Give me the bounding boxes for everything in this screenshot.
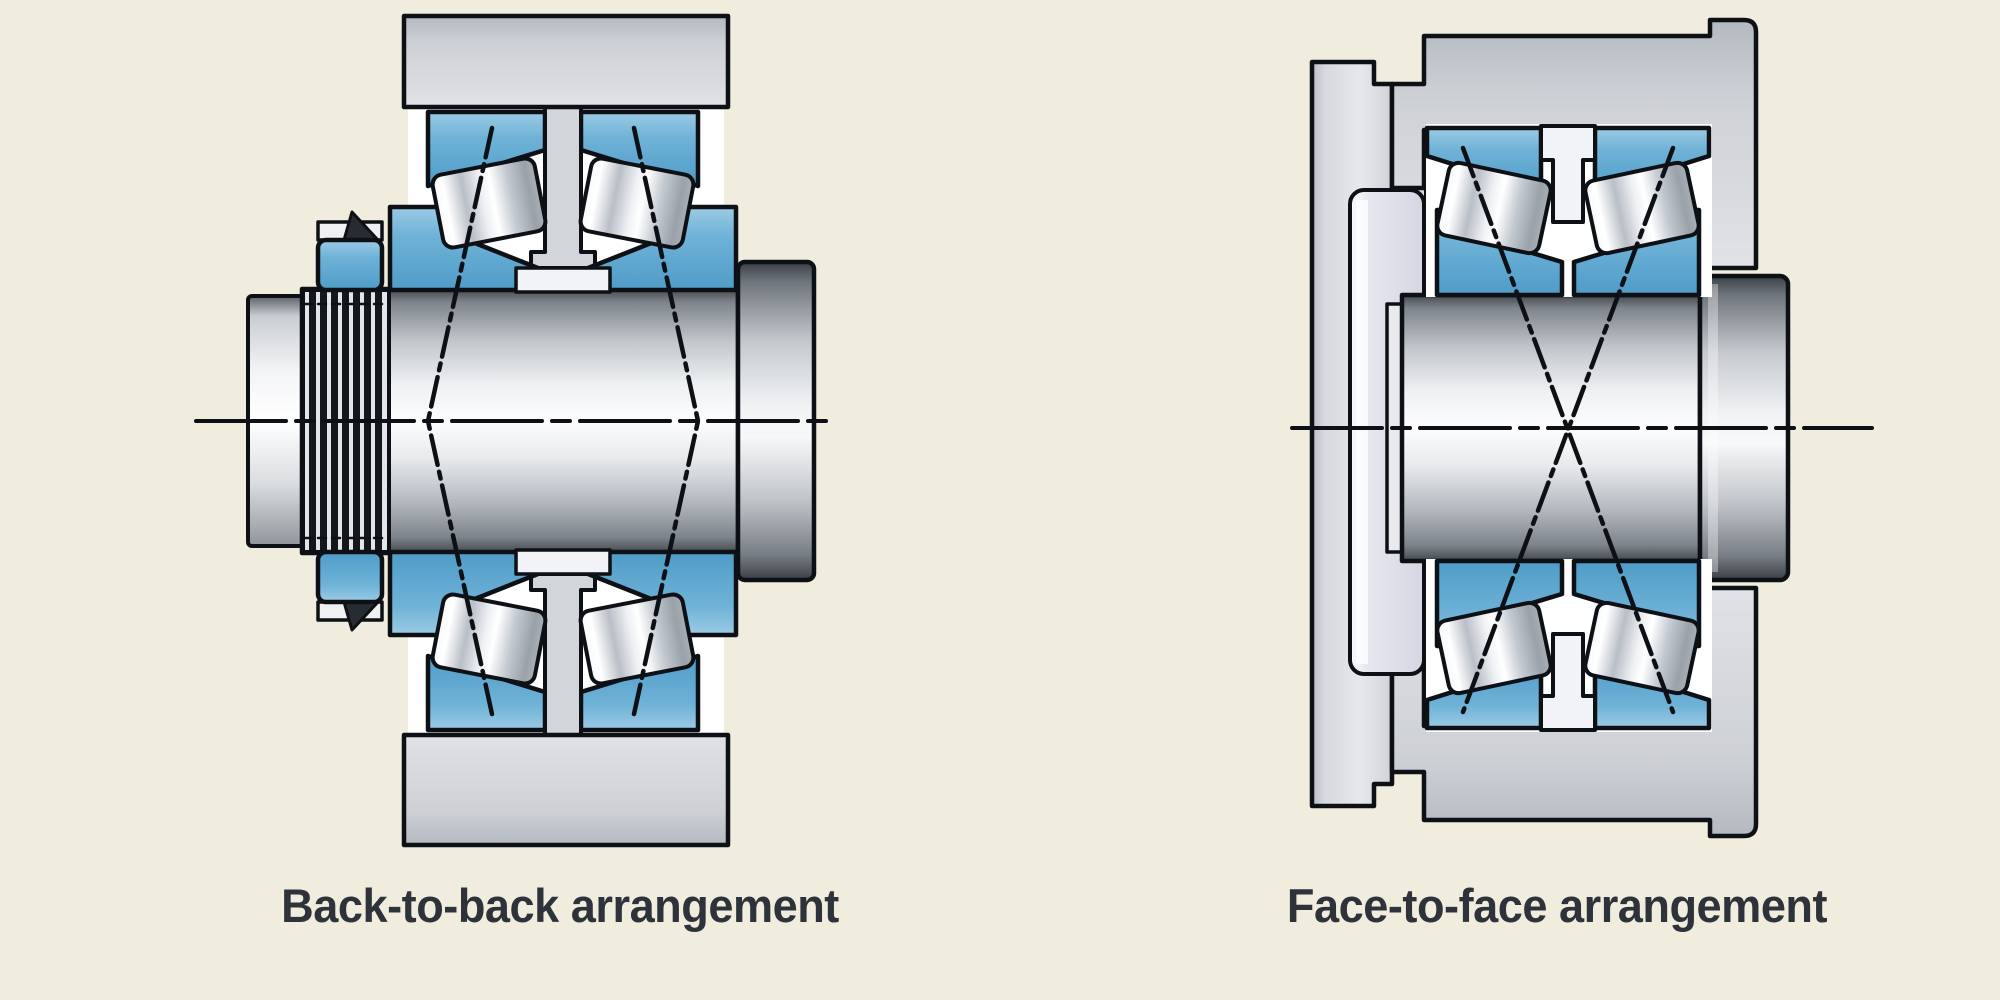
- bearing-row-assembly-mirror: [390, 550, 736, 738]
- contact-lines-o-pattern: [425, 125, 701, 717]
- outer-ring-spacer: [1539, 124, 1597, 224]
- lock-nut-assembly: [315, 210, 385, 293]
- bearing-row-assembly: [1424, 124, 1712, 298]
- figure-label-face-to-face: Face-to-face arrangement: [1286, 879, 1828, 932]
- housing-block: [401, 732, 731, 848]
- bearing-row-assembly: [387, 102, 739, 294]
- lock-nut: [315, 237, 385, 293]
- contact-line: [631, 418, 701, 717]
- contact-line: [425, 125, 495, 424]
- housing-block: [1389, 17, 1759, 271]
- tapered-roller: [1583, 160, 1701, 256]
- inner-ring-spacer: [514, 266, 612, 294]
- tapered-roller: [1435, 160, 1553, 256]
- figure-label-back-to-back: Back-to-back arrangement: [281, 879, 839, 932]
- cover-recess-highlight: [1356, 200, 1368, 664]
- figure-face-to-face: [1290, 17, 1874, 836]
- contact-line: [631, 125, 701, 424]
- contact-line: [425, 418, 495, 717]
- bearing-row-assembly-mirror: [1426, 559, 1712, 732]
- lock-nut-assembly-mirror: [318, 552, 382, 630]
- figure-back-to-back: [194, 13, 832, 848]
- housing-block: [401, 13, 731, 110]
